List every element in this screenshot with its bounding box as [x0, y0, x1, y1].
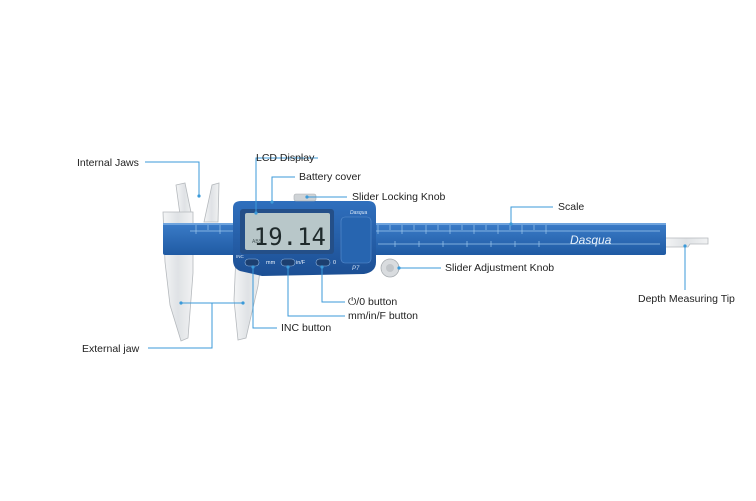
leader-mm-in-f-button — [287, 267, 345, 317]
battery-cover[interactable] — [340, 216, 372, 264]
power-zero-button[interactable] — [315, 258, 331, 267]
label-inc-button: INC button — [281, 322, 331, 334]
lcd-reading: 19.14 — [254, 223, 326, 251]
caliper: ABS 19.14 Dasqua P7 INC mm in/F 0 Dasqua — [162, 182, 709, 342]
label-scale: Scale — [558, 201, 584, 213]
label-slider-adjustment-knob: Slider Adjustment Knob — [445, 262, 554, 274]
leader-battery-cover — [271, 176, 295, 202]
leader-internal-jaws — [145, 161, 200, 196]
label-external-jaw: External jaw — [82, 343, 140, 355]
label-internal-jaws: Internal Jaws — [77, 157, 139, 169]
mm-in-f-button[interactable] — [280, 258, 296, 267]
label-slider-locking-knob: Slider Locking Knob — [352, 191, 446, 203]
lcd-screen — [245, 213, 330, 250]
lcd-mode-indicator: ABS — [252, 239, 263, 245]
label-depth-measuring-tip: Depth Measuring Tip — [638, 293, 735, 305]
leader-power-zero-button — [321, 267, 345, 303]
leader-lcd-display — [255, 157, 318, 213]
callout-labels: Internal Jaws LCD Display Battery cover … — [77, 152, 735, 355]
label-battery-cover: Battery cover — [299, 171, 361, 183]
leader-inc-button — [252, 267, 277, 329]
unit-button-label: mm — [266, 260, 276, 266]
unit-button-label-2: in/F — [296, 260, 306, 266]
zero-label: 0 — [333, 260, 336, 266]
internal-jaw-moving — [203, 182, 220, 223]
inc-button[interactable] — [244, 258, 260, 267]
slider-brand: Dasqua — [350, 210, 367, 216]
label-power-zero-button: ⏻/0 button — [348, 296, 397, 308]
label-lcd-display: LCD Display — [256, 152, 315, 164]
inc-button-label: INC — [236, 254, 245, 259]
leader-scale — [510, 206, 553, 224]
label-mm-in-f-button: mm/in/F button — [348, 310, 418, 322]
beam-edge-top — [163, 223, 666, 225]
leader-external-jaw — [148, 302, 243, 349]
beam-brand: Dasqua — [570, 233, 612, 247]
battery-cover-mark: P7 — [352, 266, 360, 272]
slider-adjustment-knob-hub — [386, 264, 394, 272]
leader-lines — [145, 157, 687, 349]
